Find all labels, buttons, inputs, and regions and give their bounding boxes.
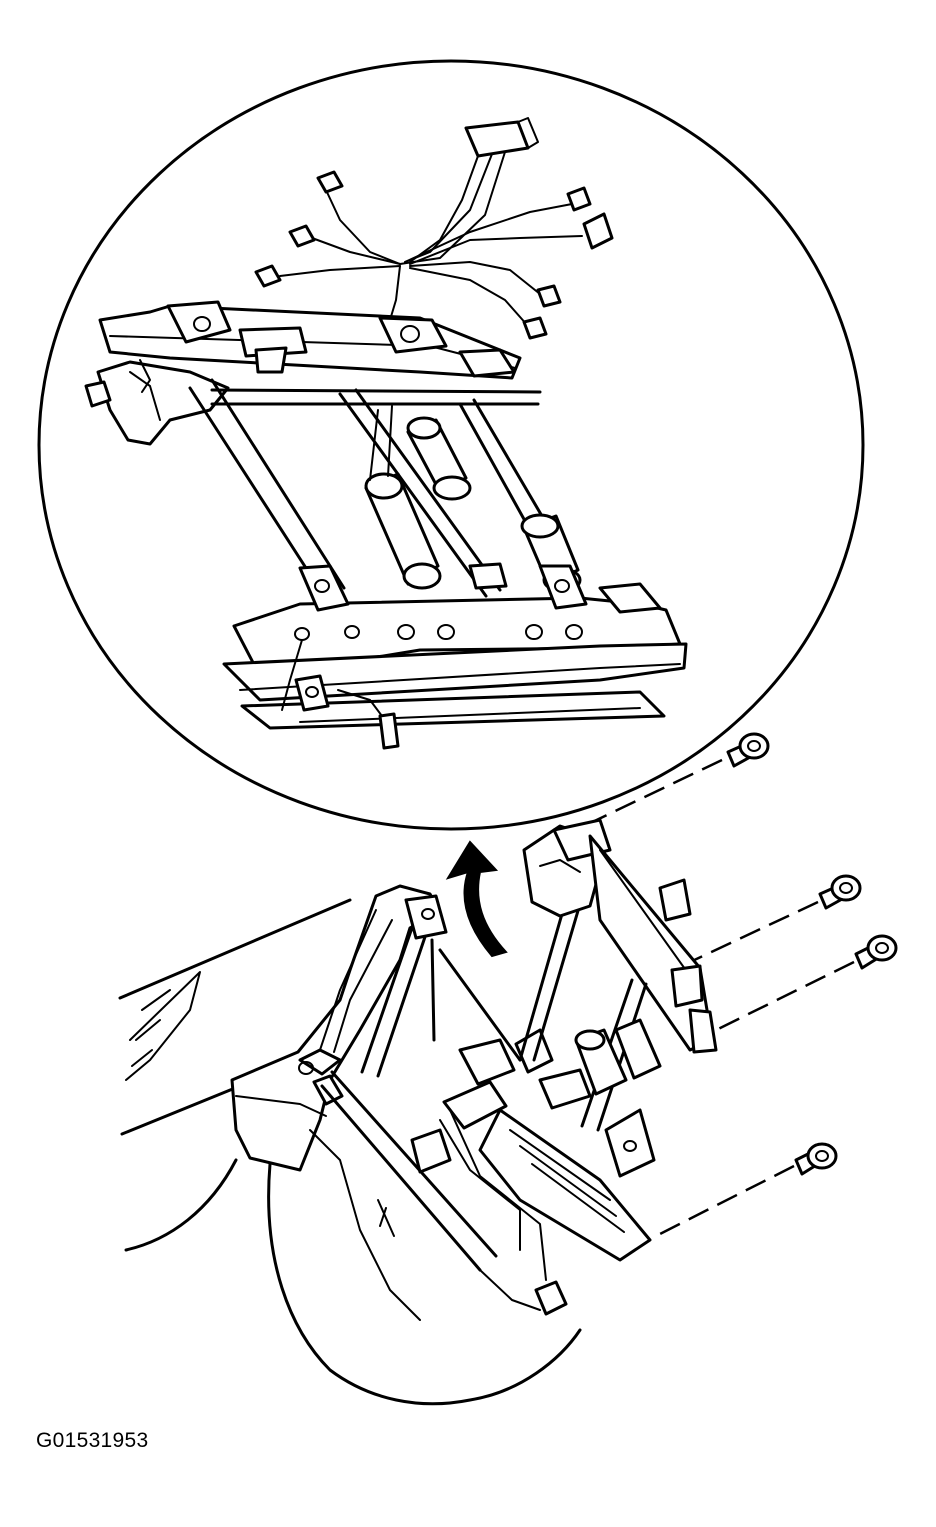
upper-rail xyxy=(98,300,522,380)
lower-rail xyxy=(222,562,688,750)
rotation-arrow xyxy=(445,840,508,958)
bolt-2 xyxy=(689,874,862,964)
figure-id: G01531953 xyxy=(36,1429,149,1452)
left-bracket xyxy=(84,359,230,446)
bolt-3 xyxy=(711,934,898,1034)
detail-view xyxy=(37,59,865,831)
adjuster-motors xyxy=(364,405,582,593)
bolt-4 xyxy=(651,1142,838,1240)
seat-cushion xyxy=(118,884,582,1406)
guide-rods xyxy=(188,378,558,598)
detail-circle xyxy=(37,59,865,831)
bolt-1 xyxy=(583,732,770,828)
wiring-harness xyxy=(254,117,614,340)
installed-adjuster xyxy=(298,818,718,1316)
